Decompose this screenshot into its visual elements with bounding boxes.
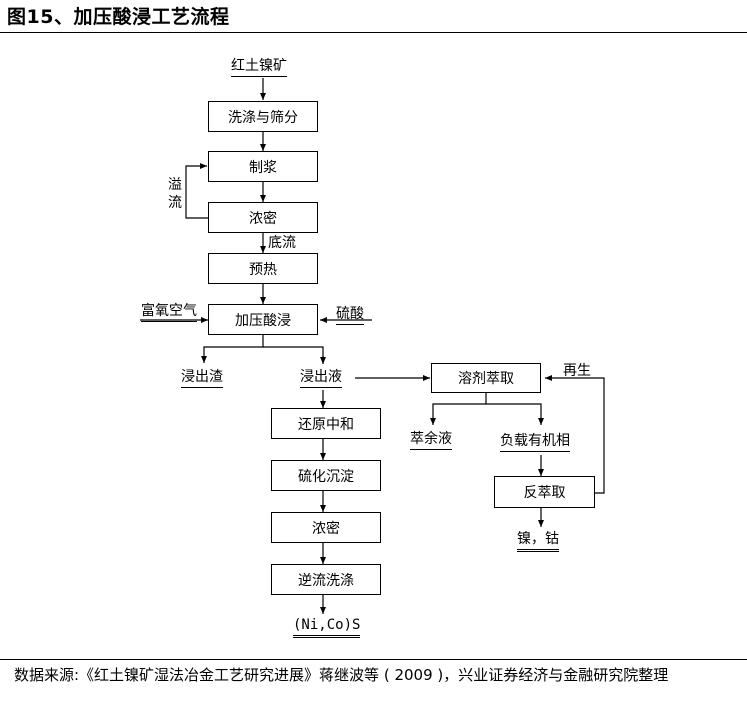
raffinate-label: 萃余液	[410, 430, 452, 450]
figure-title: 图15、加压酸浸工艺流程	[7, 6, 230, 28]
pressure-leach-box: 加压酸浸	[208, 304, 318, 335]
split-hpal-leach	[263, 346, 324, 363]
solvent-extraction-box: 溶剂萃取	[431, 363, 541, 393]
sulfuric-acid-label: 硫酸	[336, 305, 364, 325]
overflow-label: 溢流	[168, 177, 182, 211]
sulfide-precipitation-box: 硫化沉淀	[271, 460, 381, 491]
underflow-label: 底流	[268, 235, 296, 251]
leachate-label: 浸出液	[300, 368, 342, 388]
nickel-cobalt-label: 镍，钴	[517, 530, 559, 552]
thickener-box-2: 浓密	[271, 512, 381, 543]
nico-sulfide-label: (Ni,Co)S	[293, 616, 361, 638]
thickener-box-1: 浓密	[208, 202, 318, 233]
stripping-box: 反萃取	[494, 476, 595, 508]
regeneration-label: 再生	[563, 363, 591, 379]
slurry-box: 制浆	[208, 151, 318, 182]
title-rule	[0, 32, 747, 33]
loaded-organic-label: 负载有机相	[500, 432, 570, 452]
leach-residue-label: 浸出渣	[181, 368, 223, 388]
split-extract-raffinate	[430, 393, 487, 425]
split-hpal-line	[201, 335, 264, 363]
source-note: 数据来源:《红土镍矿湿法冶金工艺研究进展》蒋继波等 ( 2009 )，兴业证券经…	[14, 666, 669, 684]
flowchart-connectors	[140, 78, 605, 614]
wash-screen-box: 洗涤与筛分	[208, 101, 318, 132]
reduction-neutralization-box: 还原中和	[271, 408, 381, 439]
source-rule	[0, 659, 747, 660]
preheat-box: 预热	[208, 253, 318, 284]
arrow-overflow-return	[185, 163, 209, 219]
ccd-washing-box: 逆流洗涤	[271, 564, 381, 595]
ore-label: 红土镍矿	[231, 57, 287, 77]
arrow-regen-return	[545, 375, 605, 494]
oxygen-air-label: 富氧空气	[141, 302, 197, 322]
split-extract-loaded	[486, 403, 544, 425]
